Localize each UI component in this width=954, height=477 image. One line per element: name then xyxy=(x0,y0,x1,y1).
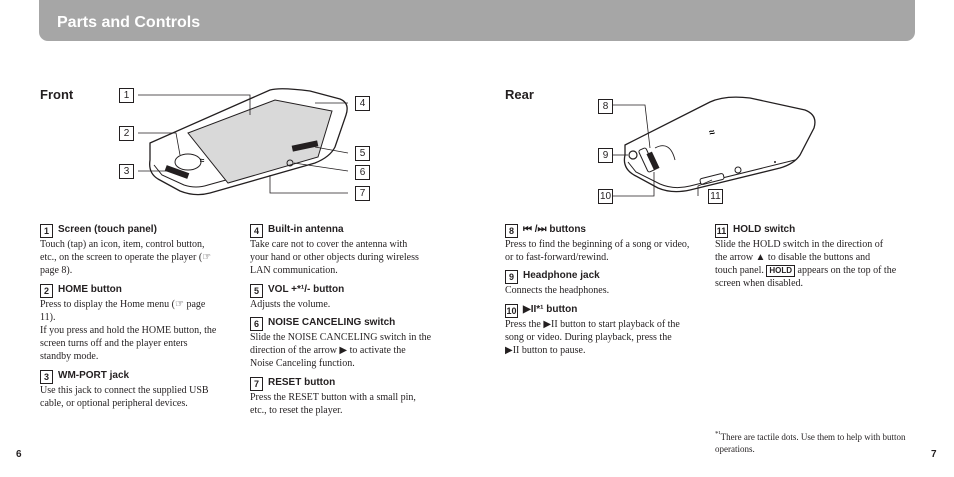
item-line: page 8). xyxy=(40,265,73,276)
item-line: etc., to reset the player. xyxy=(250,405,343,416)
callout-11: 11 xyxy=(708,189,723,204)
item-title: Headphone jack xyxy=(523,270,600,281)
item-line: etc., on the screen to operate the playe… xyxy=(40,252,212,263)
rear-item-10: 10 ▶II*¹ button Press the ▶II button to s… xyxy=(505,303,710,357)
item-number: 8 xyxy=(505,224,518,238)
item-title: VOL +*¹/- button xyxy=(268,284,345,295)
item-title: NOISE CANCELING switch xyxy=(268,317,396,328)
callout-4: 4 xyxy=(355,96,370,111)
front-item-2: 2 HOME button Press to display the Home m… xyxy=(40,283,245,363)
rear-heading: Rear xyxy=(505,87,534,102)
item-title: HOLD switch xyxy=(733,224,796,235)
front-item-4: 4 Built-in antenna Take care not to cover… xyxy=(250,223,460,277)
footnote-mark: *¹ xyxy=(715,430,721,438)
callout-6: 6 xyxy=(355,165,370,180)
item-number: 5 xyxy=(250,284,263,298)
item-line: screen when disabled. xyxy=(715,278,804,289)
callout-8: 8 xyxy=(598,99,613,114)
item-number: 3 xyxy=(40,370,53,384)
callout-2: 2 xyxy=(119,126,134,141)
item-title: Screen (touch panel) xyxy=(58,224,157,235)
item-line: Touch (tap) an icon, item, control butto… xyxy=(40,239,205,250)
item-number: 1 xyxy=(40,224,53,238)
item-line: the arrow ▲ to disable the buttons and xyxy=(715,252,871,263)
rear-item-8: 8 ⏮ /⏭ buttons Press to find the beginnin… xyxy=(505,223,710,264)
svg-text:≈: ≈ xyxy=(200,156,205,165)
front-item-7: 7 RESET button Press the RESET button wit… xyxy=(250,376,460,417)
item-line: song or video. During playback, press th… xyxy=(505,332,672,343)
item-line: or to fast-forward/rewind. xyxy=(505,252,609,263)
rear-device-illustration: ≈ xyxy=(613,96,816,197)
item-title: ⏮ /⏭ buttons xyxy=(523,224,586,235)
item-line: LAN communication. xyxy=(250,265,338,276)
rear-item-9: 9 Headphone jack Connects the headphones. xyxy=(505,269,710,297)
page-title: Parts and Controls xyxy=(57,14,201,31)
item-line: cable, or optional peripheral devices. xyxy=(40,398,188,409)
item-line: direction of the arrow ▶ to activate the xyxy=(250,345,406,356)
item-line: Slide the NOISE CANCELING switch in the xyxy=(250,332,432,343)
page-number-left: 6 xyxy=(16,449,22,460)
item-line: ▶II button to pause. xyxy=(505,345,586,356)
item-number: 4 xyxy=(250,224,263,238)
hold-indicator-icon: HOLD xyxy=(766,265,796,277)
item-title: Built-in antenna xyxy=(268,224,344,235)
item-number: 7 xyxy=(250,377,263,391)
callout-1: 1 xyxy=(119,88,134,103)
item-line: Noise Canceling function. xyxy=(250,358,355,369)
front-item-3: 3 WM-PORT jack Use this jack to connect t… xyxy=(40,369,245,410)
item-title: RESET button xyxy=(268,377,336,388)
item-line: your hand or other objects during wirele… xyxy=(250,252,419,263)
item-title: HOME button xyxy=(58,284,122,295)
front-heading: Front xyxy=(40,87,74,102)
page-number-right: 7 xyxy=(931,449,937,460)
front-item-1: 1 Screen (touch panel) Touch (tap) an ico… xyxy=(40,223,245,277)
section-header: Parts and Controls xyxy=(39,0,915,41)
front-device-illustration: ≈ xyxy=(138,88,349,196)
item-number: 2 xyxy=(40,284,53,298)
item-number: 6 xyxy=(250,317,263,331)
rear-item-11: 11 HOLD switch Slide the HOLD switch in t… xyxy=(715,223,920,290)
item-number: 9 xyxy=(505,270,518,284)
item-line: If you press and hold the HOME button, t… xyxy=(40,325,217,336)
front-item-6: 6 NOISE CANCELING switch Slide the NOISE … xyxy=(250,316,460,370)
item-line: 11). xyxy=(40,312,56,323)
item-title: ▶II*¹ button xyxy=(523,304,578,315)
item-line: touch panel. HOLD appears on the top of … xyxy=(715,265,897,277)
callout-10: 10 xyxy=(598,189,613,204)
callout-3: 3 xyxy=(119,164,134,179)
item-line: Press to find the beginning of a song or… xyxy=(505,239,690,250)
front-item-5: 5 VOL +*¹/- button Adjusts the volume. xyxy=(250,283,460,311)
item-line: Press the RESET button with a small pin, xyxy=(250,392,416,403)
item-number: 10 xyxy=(505,304,518,318)
item-number: 11 xyxy=(715,224,728,238)
item-line: Use this jack to connect the supplied US… xyxy=(40,385,209,396)
item-line: standby mode. xyxy=(40,351,99,362)
footnote: *¹There are tactile dots. Use them to he… xyxy=(715,428,920,455)
item-line: Take care not to cover the antenna with xyxy=(250,239,408,250)
item-line: Slide the HOLD switch in the direction o… xyxy=(715,239,884,250)
callout-5: 5 xyxy=(355,146,370,161)
item-line: Press the ▶II button to start playback o… xyxy=(505,319,680,330)
item-title: WM-PORT jack xyxy=(58,370,130,381)
item-line: screen turns off and the player enters xyxy=(40,338,188,349)
item-line: Connects the headphones. xyxy=(505,285,610,296)
callout-7: 7 xyxy=(355,186,370,201)
footnote-text: There are tactile dots. Use them to help… xyxy=(715,432,906,454)
item-line: Adjusts the volume. xyxy=(250,299,331,310)
item-line: Press to display the Home menu (☞ page xyxy=(40,299,206,310)
callout-9: 9 xyxy=(598,148,613,163)
svg-text:≈: ≈ xyxy=(708,127,717,139)
